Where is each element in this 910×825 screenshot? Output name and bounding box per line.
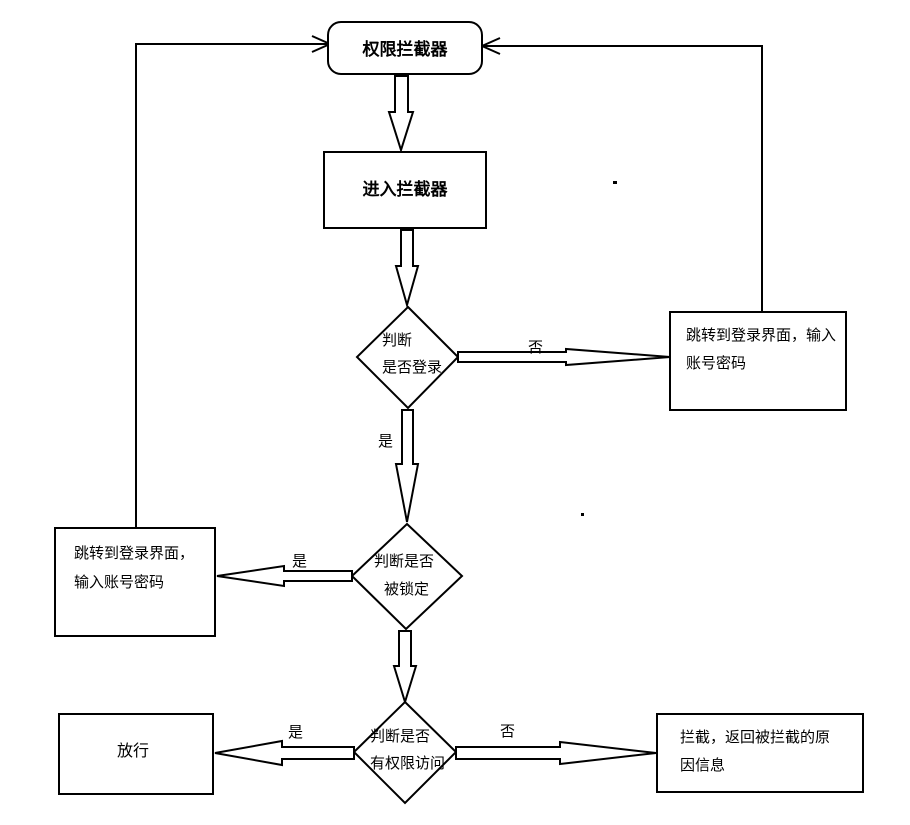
- label-permission-yes: 是: [288, 723, 303, 741]
- decision-check-login: [355, 305, 460, 410]
- node-permission-interceptor: [327, 21, 483, 75]
- decision-check-permission: [352, 700, 458, 805]
- node-intercept-line2: 因信息: [680, 756, 725, 774]
- node-enter-interceptor-label: 进入拦截器: [363, 179, 449, 200]
- node-redirect-login-left: [54, 527, 216, 637]
- arrow-permission-yes: [214, 739, 355, 767]
- node-redirect-login-right-line1: 跳转到登录界面，输入: [686, 326, 836, 344]
- arrow-locked-to-permission: [392, 630, 418, 706]
- node-allow-label: 放行: [117, 741, 149, 760]
- node-intercept: [656, 713, 864, 793]
- decision-check-locked-line2: 被锁定: [384, 580, 429, 598]
- arrow-interceptor-to-enter: [387, 75, 415, 154]
- decision-check-locked-line1: 判断是否: [374, 552, 434, 570]
- label-login-yes: 是: [378, 432, 393, 450]
- return-line-left: [135, 43, 330, 528]
- node-redirect-login-left-line2: 输入账号密码: [74, 573, 164, 591]
- stray-mark: [581, 513, 584, 516]
- decision-check-permission-line1: 判断是否: [370, 727, 430, 745]
- node-permission-interceptor-label: 权限拦截器: [362, 39, 449, 60]
- decision-check-login-line2: 是否登录: [382, 358, 442, 376]
- node-allow: [58, 713, 214, 795]
- decision-check-permission-line2: 有权限访问: [370, 754, 445, 772]
- return-line-right: [482, 45, 763, 312]
- node-redirect-login-right-line2: 账号密码: [686, 354, 746, 372]
- arrow-login-yes: [394, 409, 420, 523]
- arrow-locked-yes: [216, 564, 353, 588]
- arrow-permission-no: [455, 740, 657, 766]
- node-redirect-login-right: [669, 311, 847, 411]
- decision-check-login-line1: 判断: [382, 331, 412, 349]
- node-intercept-line1: 拦截，返回被拦截的原: [680, 728, 830, 746]
- stray-mark: [613, 181, 617, 184]
- node-redirect-login-left-line1: 跳转到登录界面，: [74, 544, 194, 562]
- node-enter-interceptor: [323, 151, 487, 229]
- label-login-no: 否: [528, 338, 543, 356]
- label-locked-yes: 是: [292, 552, 307, 570]
- arrow-login-no: [457, 347, 671, 367]
- decision-check-locked: [350, 522, 464, 631]
- label-permission-no: 否: [500, 722, 515, 740]
- arrow-enter-to-login-check: [394, 229, 420, 309]
